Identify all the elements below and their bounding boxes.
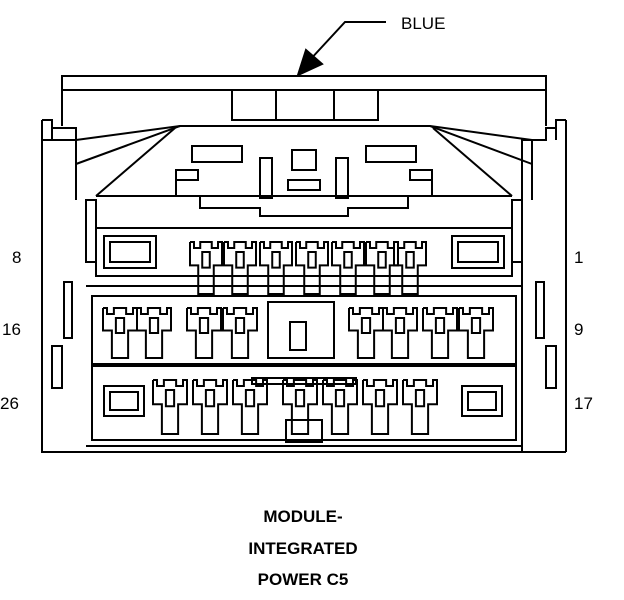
terminal-cavity (403, 380, 437, 434)
caption-line-3: POWER C5 (257, 570, 349, 589)
terminal-cavity (363, 380, 397, 434)
terminal-cavity (137, 308, 171, 358)
terminal-contact (236, 318, 244, 333)
terminal-cavity (283, 380, 317, 434)
pin-label-16: 16 (2, 320, 21, 339)
arrow-icon (298, 22, 386, 75)
terminal-cavity (224, 242, 256, 294)
terminal-contact (202, 252, 210, 268)
terminal-contact (236, 252, 244, 268)
pin-label-26: 26 (0, 394, 19, 413)
terminal-cavity (190, 242, 222, 294)
terminal-contact (206, 390, 214, 406)
terminal-contact (416, 390, 424, 406)
terminal-contact (344, 252, 352, 268)
terminal-cavity (332, 242, 364, 294)
terminal-contact (308, 252, 316, 268)
connector-lock-bar (62, 76, 546, 126)
terminal-cavity (459, 308, 493, 358)
terminal-cavity (296, 242, 328, 294)
large-cavity-inner (110, 242, 150, 262)
terminal-contact (378, 252, 386, 268)
row-divider (252, 378, 356, 384)
terminal-contact (406, 252, 414, 268)
terminal-cavity (187, 308, 221, 358)
wire-color-label: BLUE (401, 14, 446, 33)
terminal-contact (362, 318, 370, 333)
terminal-contact (336, 390, 344, 406)
terminal-contact (166, 390, 174, 406)
terminal-contact (200, 318, 208, 333)
terminal-contact (396, 318, 404, 333)
pin-label-9: 9 (574, 320, 584, 339)
terminal-cavity (349, 308, 383, 358)
terminal-cavity (383, 308, 417, 358)
terminal-contact (116, 318, 124, 333)
terminal-cavity (260, 242, 292, 294)
terminal-cavity (193, 380, 227, 434)
cavity-row-frame (86, 228, 522, 446)
terminal-contact (436, 318, 444, 333)
large-cavity (452, 236, 504, 268)
terminal-cavities (103, 236, 504, 434)
terminal-contact (472, 318, 480, 333)
terminal-cavity (223, 308, 257, 358)
pin-label-17: 17 (574, 394, 593, 413)
terminal-contact (376, 390, 384, 406)
terminal-cavity (394, 242, 426, 294)
large-cavity-inner (458, 242, 498, 262)
large-cavity-inner (468, 392, 496, 410)
terminal-cavity (423, 308, 457, 358)
caption-line-2: INTEGRATED (248, 539, 358, 558)
large-cavity (462, 386, 502, 416)
caption-line-1: MODULE- (263, 507, 343, 526)
terminal-cavity (153, 380, 187, 434)
large-cavity (104, 236, 156, 268)
connector-shell (42, 120, 566, 452)
terminal-cavity (103, 308, 137, 358)
terminal-cavity (233, 380, 267, 434)
terminal-contact (296, 390, 304, 406)
terminal-contact (150, 318, 158, 333)
terminal-contact (246, 390, 254, 406)
connector-latch (176, 146, 432, 216)
pin-label-1: 1 (574, 248, 584, 267)
pin-label-8: 8 (12, 248, 22, 267)
terminal-cavity (323, 380, 357, 434)
terminal-contact (272, 252, 280, 268)
large-cavity (104, 386, 144, 416)
large-cavity-inner (110, 392, 138, 410)
